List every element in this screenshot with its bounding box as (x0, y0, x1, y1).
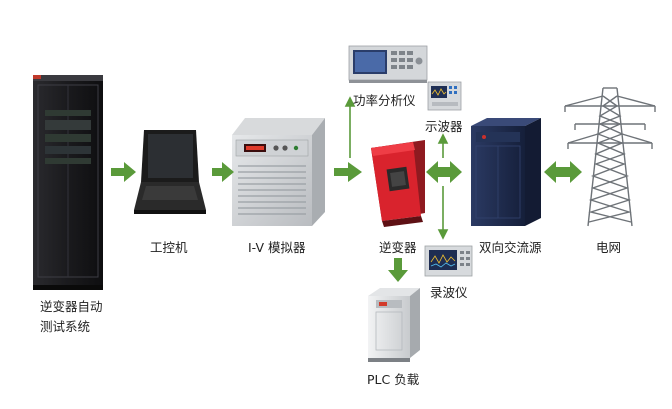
iv-simulator-unit (232, 118, 325, 226)
test-system-label-line1: 逆变器自动 (40, 299, 103, 314)
iv-simulator-label: I-V 模拟器 (248, 240, 306, 255)
recorder-label: 录波仪 (430, 285, 468, 300)
plc-load-cabinet (368, 288, 420, 362)
arrow-inverter-to-plc-load (388, 258, 408, 282)
arrow-iv-to-inverter (334, 162, 362, 182)
industrial-pc-laptop (134, 130, 206, 214)
arrow-ac-source-to-grid (544, 161, 582, 183)
industrial-pc-label: 工控机 (150, 240, 188, 255)
arrow-pc-to-iv (212, 162, 234, 182)
recorder-device (424, 245, 473, 277)
plc-load-label: PLC 负载 (367, 372, 420, 387)
oscilloscope-device (427, 81, 462, 111)
inverter-label: 逆变器 (379, 240, 417, 255)
arrow-inverter-to-ac-source (426, 161, 462, 183)
oscilloscope-label: 示波器 (425, 119, 463, 134)
test-system-label: 逆变器自动 测试系统 (40, 297, 103, 337)
bidirectional-ac-source-cabinet (471, 118, 541, 226)
test-system-cabinet (33, 75, 103, 290)
power-analyzer-device (348, 45, 428, 83)
grid-label: 电网 (596, 240, 622, 255)
inverter-device (371, 140, 425, 227)
ac-source-label: 双向交流源 (479, 240, 542, 255)
grid-transmission-tower (564, 87, 656, 227)
arrow-cabinet-to-pc (111, 162, 136, 182)
power-analyzer-label: 功率分析仪 (353, 93, 416, 108)
test-system-label-line2: 测试系统 (40, 319, 91, 334)
